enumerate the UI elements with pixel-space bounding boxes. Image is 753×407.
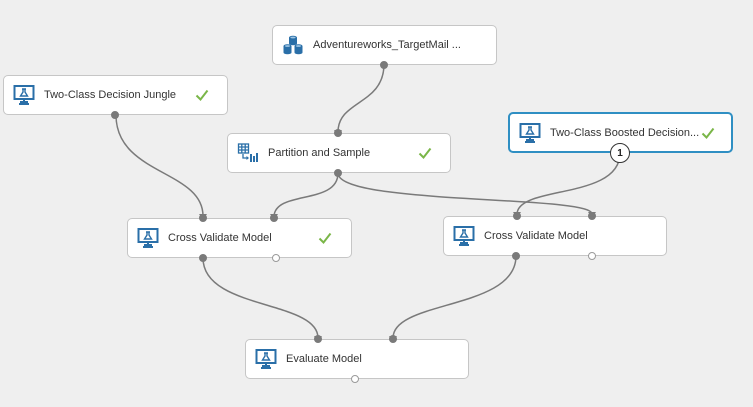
model-icon (12, 83, 36, 107)
module-evaluate-model[interactable]: Evaluate Model (245, 339, 469, 379)
module-label: Partition and Sample (268, 147, 371, 159)
output-port[interactable] (111, 111, 119, 119)
checkmark-icon (701, 127, 715, 140)
output-port[interactable] (334, 169, 342, 177)
connector-partition-to-cv1 (273, 172, 339, 217)
module-cross-validate-model-2[interactable]: Cross Validate Model (443, 216, 667, 256)
model-icon (452, 224, 476, 248)
partition-icon (236, 141, 260, 165)
input-port[interactable] (334, 129, 342, 137)
input-port[interactable] (270, 214, 278, 222)
dataset-icon (281, 33, 305, 57)
output-port[interactable] (199, 254, 207, 262)
output-port[interactable] (272, 254, 280, 262)
input-port[interactable] (588, 212, 596, 220)
output-port[interactable] (512, 252, 520, 260)
output-port[interactable] (380, 61, 388, 69)
module-two-class-decision-jungle[interactable]: Two-Class Decision Jungle (3, 75, 228, 115)
output-port[interactable] (588, 252, 596, 260)
connector-dataset-to-partition (337, 63, 385, 133)
module-label: Two-Class Boosted Decision... (550, 126, 700, 139)
module-label: Cross Validate Model (168, 232, 272, 244)
checkmark-icon (195, 89, 209, 102)
model-icon (136, 226, 160, 250)
checkmark-icon (318, 232, 332, 245)
module-label: Evaluate Model (286, 353, 362, 365)
module-adventureworks-dataset[interactable]: Adventureworks_TargetMail ... (272, 25, 497, 65)
input-port[interactable] (389, 335, 397, 343)
connector-partition-to-cv2 (337, 172, 593, 215)
module-label: Adventureworks_TargetMail ... (313, 39, 461, 51)
model-icon (254, 347, 278, 371)
checkmark-icon (418, 147, 432, 160)
input-port[interactable] (199, 214, 207, 222)
output-port[interactable] (351, 375, 359, 383)
module-partition-and-sample[interactable]: Partition and Sample (227, 133, 451, 173)
input-port[interactable] (314, 335, 322, 343)
module-cross-validate-model-1[interactable]: Cross Validate Model (127, 218, 352, 258)
connector-cv2-to-evaluate (392, 255, 517, 339)
model-icon (518, 121, 542, 145)
connector-cv1-to-evaluate (202, 257, 319, 339)
connector-boosted-to-cv2 (516, 152, 621, 215)
output-port-badge[interactable]: 1 (610, 143, 630, 163)
module-label: Two-Class Decision Jungle (44, 89, 177, 101)
module-label: Cross Validate Model (484, 230, 588, 242)
connector-jungle-to-cv1 (115, 114, 204, 217)
input-port[interactable] (513, 212, 521, 220)
